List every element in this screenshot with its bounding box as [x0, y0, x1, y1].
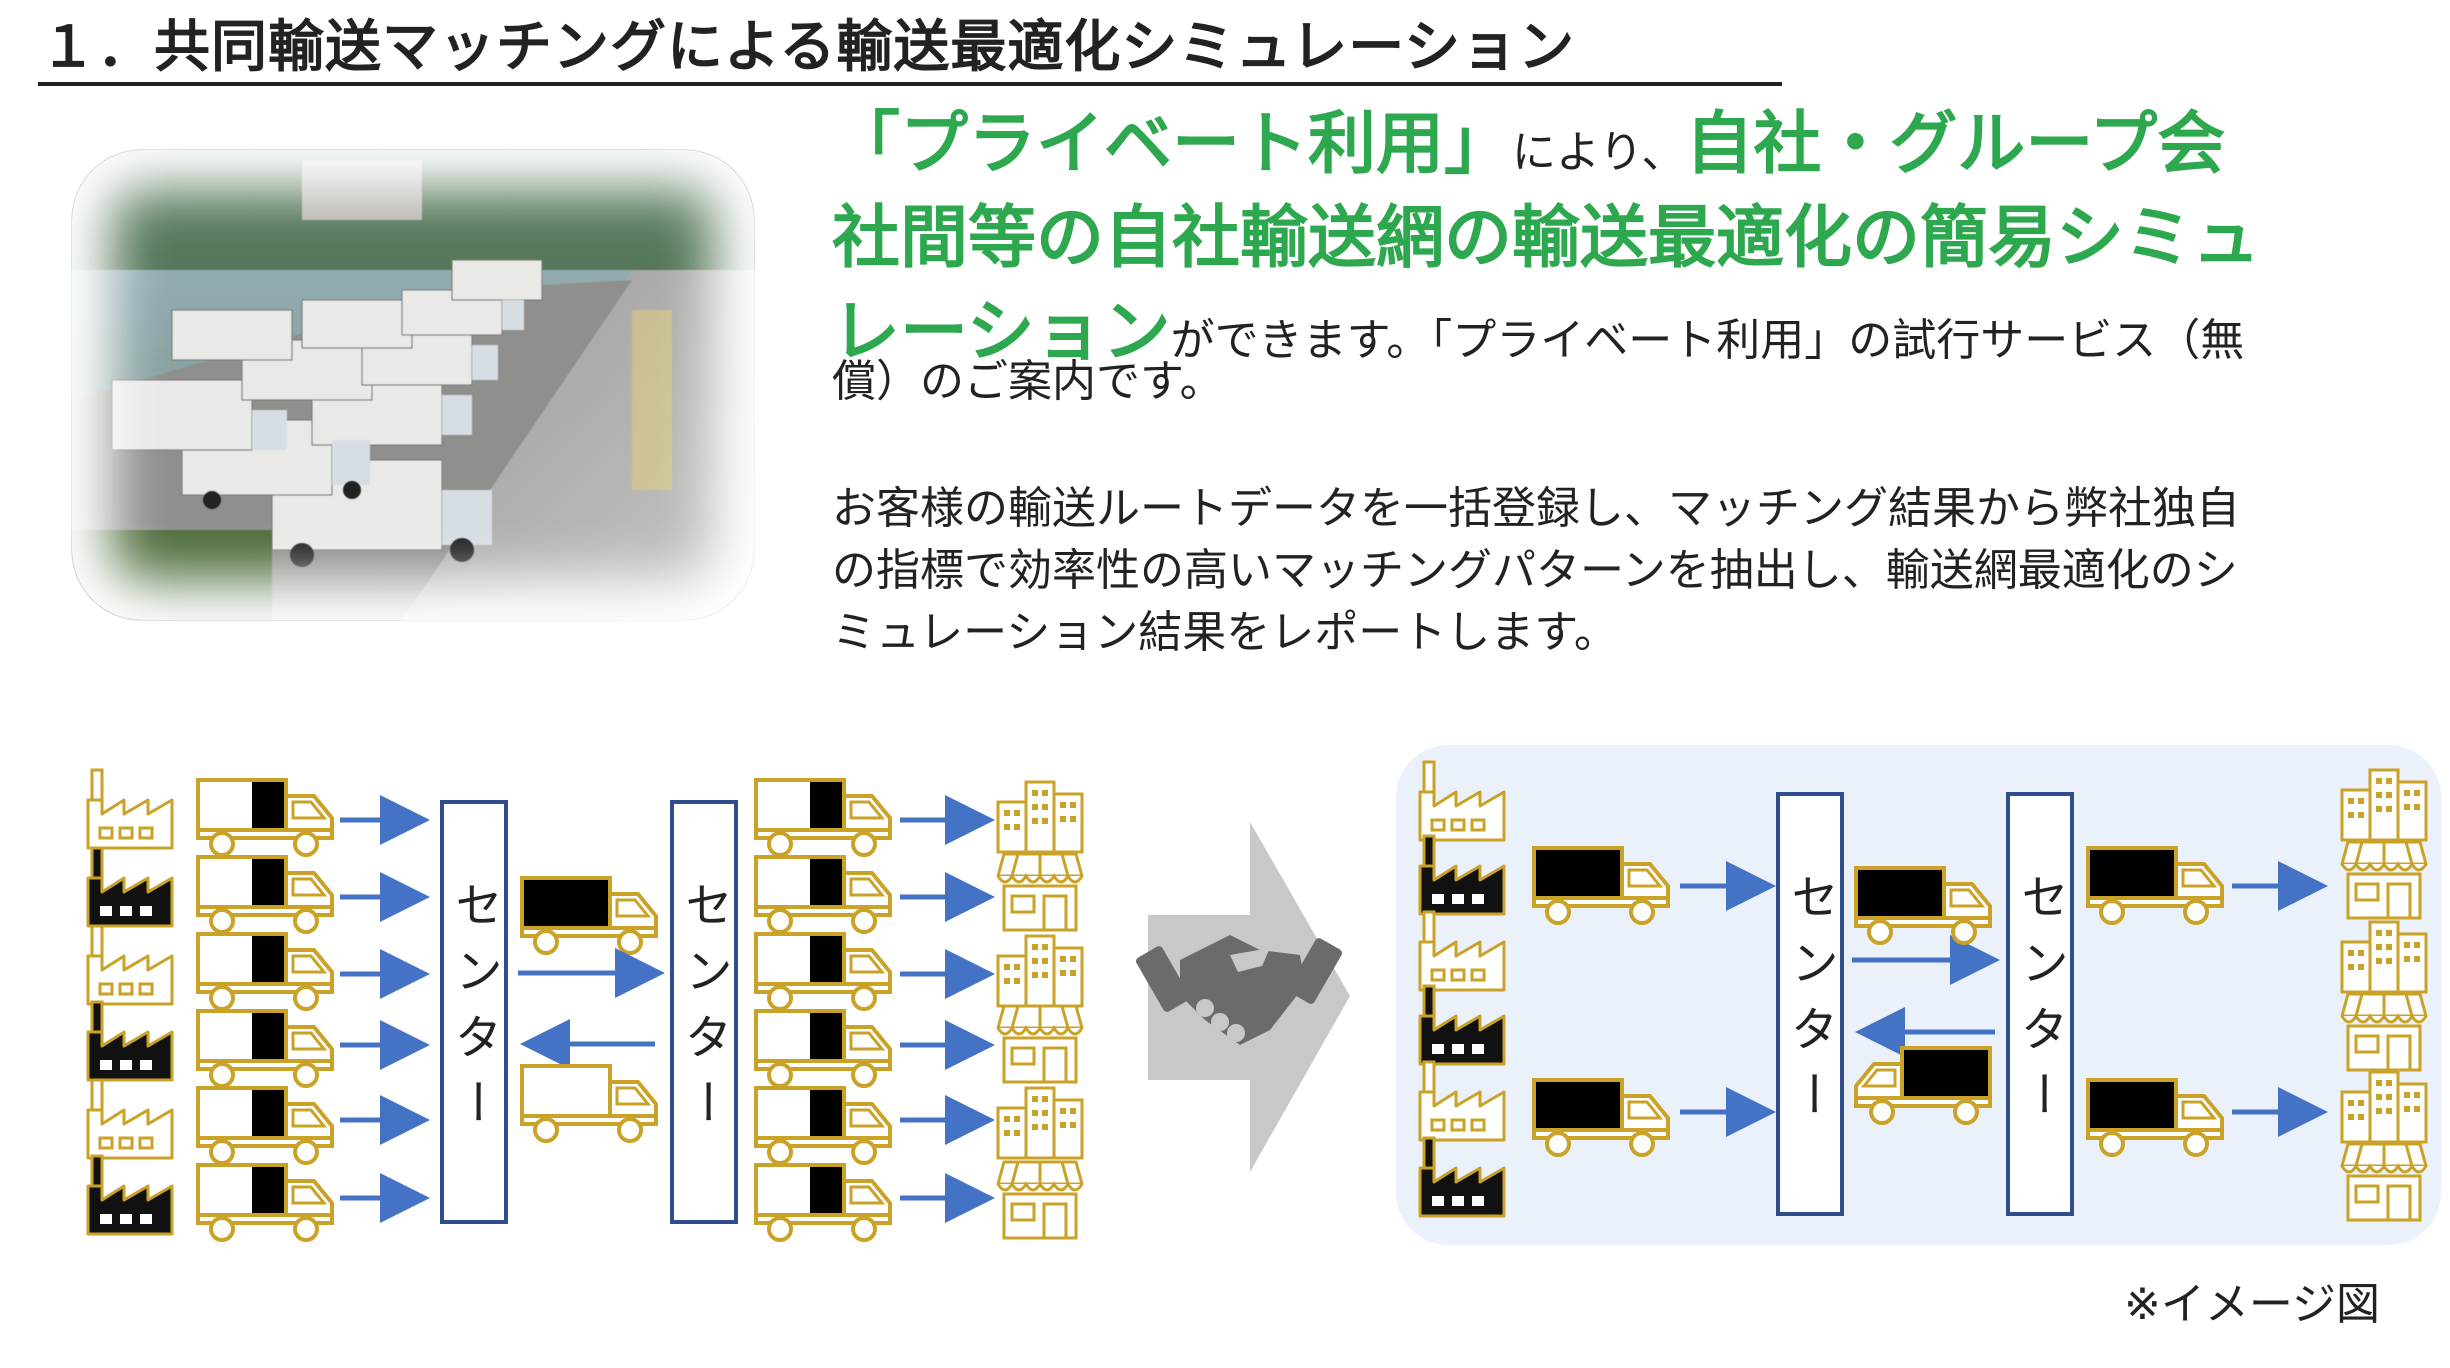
truck-icon: [198, 1011, 332, 1086]
factory-icon: [1418, 984, 1506, 1066]
truck-icon: [198, 857, 332, 932]
center-box: センター: [440, 800, 508, 1224]
factory-icon: [1418, 910, 1506, 992]
arrow-icon: [340, 795, 430, 1223]
shop-icon: [996, 852, 1084, 932]
title-underline: [38, 82, 1782, 86]
left-diagram: [86, 768, 1084, 1240]
arrow-icon: [1680, 861, 2328, 1137]
description-line: の指標で効率性の高いマッチングパターンを抽出し、輸送網最適化のシ: [832, 545, 2238, 596]
truck-icon: [522, 878, 656, 953]
factory-icon: [86, 846, 174, 928]
lead-line-1: 「プライベート利用」により、自社・グループ会: [832, 98, 2412, 192]
center-box: センター: [670, 800, 738, 1224]
truck-icon: [756, 1088, 890, 1163]
truck-icon: [520, 1064, 658, 1143]
center-label: センター: [676, 880, 732, 1144]
lead-line-3: レーションができます。「プライベート利用」の試行サービス（無: [832, 286, 2412, 380]
center-label: センター: [1782, 872, 1838, 1136]
arrow-icon: [518, 948, 665, 1069]
lead-highlight: 自社・グループ会: [1685, 105, 2226, 184]
lead-paragraph: 「プライベート利用」により、自社・グループ会 社間等の自社輸送網の輸送最適化の簡…: [832, 98, 2412, 380]
factory-icon: [1418, 1060, 1506, 1142]
lead-highlight: レーション: [832, 293, 1171, 372]
right-diagram: [1418, 760, 2428, 1222]
building-icon: [996, 1086, 1084, 1160]
truck-icon: [198, 934, 332, 1009]
building-icon: [2340, 920, 2428, 994]
optimized-diagram-panel: [1396, 745, 2441, 1245]
truck-icon: [2088, 1080, 2222, 1155]
description-line: ミュレーション結果をレポートします。: [832, 607, 1618, 658]
truck-icon: [1534, 848, 1668, 923]
lead-text: ができます。「プライベート利用」の試行サービス（無: [1170, 315, 2245, 366]
truck-icon: [1856, 1048, 1990, 1123]
shop-icon: [2340, 992, 2428, 1072]
building-icon: [996, 934, 1084, 1008]
lead-highlight-private: 「プライベート利用」: [832, 105, 1513, 184]
factory-icon: [86, 1000, 174, 1082]
shop-icon: [996, 1160, 1084, 1240]
truck-icon: [756, 1011, 890, 1086]
factory-icon: [86, 924, 174, 1006]
factory-icon: [1418, 1136, 1506, 1218]
page-title: １．共同輸送マッチングによる輸送最適化シミュレーション: [40, 15, 1576, 80]
lead-line-4: 償）のご案内です。: [832, 356, 1224, 407]
shop-icon: [2340, 840, 2428, 920]
truck-icon: [756, 934, 890, 1009]
trucks-photo: [72, 150, 754, 620]
truck-icon: [756, 857, 890, 932]
description-paragraph: お客様の輸送ルートデータを一括登録し、マッチング結果から弊社独自 の指標で効率性…: [832, 478, 2412, 664]
shop-icon: [2340, 1142, 2428, 1222]
lead-highlight: 社間等の自社輸送網の輸送最適化の簡易シミュ: [832, 199, 2261, 278]
arrow-icon: [900, 795, 995, 1223]
lead-text: により、: [1512, 127, 1686, 178]
shop-icon: [996, 1004, 1084, 1084]
transition-arrow: [1135, 822, 1350, 1172]
building-icon: [996, 780, 1084, 854]
handshake-icon: [1135, 935, 1343, 1045]
factory-icon: [86, 1154, 174, 1236]
center-label: センター: [446, 880, 502, 1144]
building-icon: [2340, 768, 2428, 842]
truck-icon: [756, 780, 890, 855]
truck-icon: [198, 1088, 332, 1163]
image-note: ※イメージ図: [2124, 1279, 2380, 1330]
factory-icon: [86, 768, 174, 850]
center-label: センター: [2012, 872, 2068, 1136]
truck-icon: [198, 780, 332, 855]
truck-icon: [1534, 1080, 1668, 1155]
factory-icon: [1418, 760, 1506, 842]
factory-icon: [1418, 834, 1506, 916]
trucks-photo-drawing: [72, 150, 754, 620]
description-line: お客様の輸送ルートデータを一括登録し、マッチング結果から弊社独自: [832, 483, 2240, 534]
truck-icon: [1856, 868, 1990, 943]
building-icon: [2340, 1070, 2428, 1144]
truck-icon: [198, 1165, 332, 1240]
factory-icon: [86, 1078, 174, 1160]
lead-line-2: 社間等の自社輸送網の輸送最適化の簡易シミュ: [832, 192, 2412, 286]
truck-icon: [756, 1165, 890, 1240]
truck-icon: [2088, 848, 2222, 923]
center-box: センター: [2006, 792, 2074, 1216]
center-box: センター: [1776, 792, 1844, 1216]
